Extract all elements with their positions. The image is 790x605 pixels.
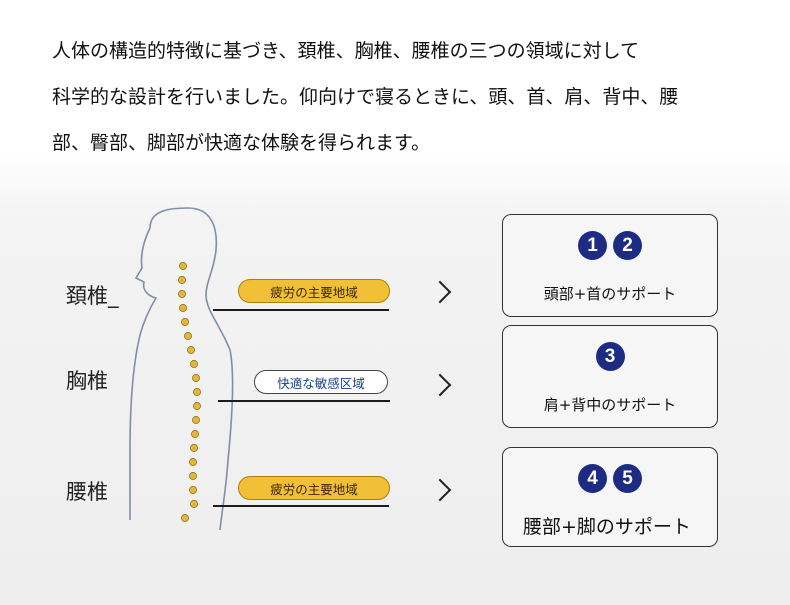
- vertebra: [192, 374, 200, 382]
- intro-line-2: 科学的な設計を行いました。仰向けで寝るときに、頭、首、肩、背中、腰: [52, 86, 679, 108]
- badge-group: 1 2: [503, 231, 717, 260]
- number-badge-icon: 4: [578, 464, 607, 493]
- intro-line-3: 部、臀部、脚部が快適な体験を得られます。: [52, 132, 431, 154]
- vertebra: [190, 500, 198, 508]
- vertebra: [189, 472, 197, 480]
- vertebra: [179, 304, 187, 312]
- vertebra: [190, 360, 198, 368]
- line-lumbar: [213, 505, 389, 507]
- vertebra: [178, 276, 186, 284]
- vertebra: [189, 486, 197, 494]
- vertebra: [178, 290, 186, 298]
- label-lumbar: 腰椎: [66, 480, 108, 504]
- vertebra: [191, 430, 199, 438]
- intro-line-1: 人体の構造的特徴に基づき、頚椎、胸椎、腰椎の三つの領域に対して: [52, 40, 640, 62]
- pill-cervical: 疲労の主要地域: [238, 279, 390, 303]
- spine: [178, 262, 201, 522]
- label-cervical: 頚椎_: [66, 284, 119, 308]
- pill-lumbar: 疲労の主要地域: [238, 476, 390, 500]
- number-badge-icon: 5: [613, 464, 642, 493]
- card-label: 腰部+脚のサポート: [523, 516, 691, 538]
- number-badge-icon: 3: [595, 342, 625, 371]
- number-badge-icon: 2: [613, 231, 642, 260]
- label-thoracic: 胸椎: [66, 369, 108, 393]
- line-thoracic: [218, 400, 390, 402]
- vertebra: [192, 416, 200, 424]
- vertebra: [189, 458, 197, 466]
- card-label: 頭部+首のサポート: [543, 285, 677, 303]
- face-outline: [129, 227, 158, 520]
- body-outline: [149, 207, 234, 530]
- chevron-right-icon: [428, 478, 452, 502]
- body-silhouette-figure: [129, 207, 234, 530]
- card-label: 肩+背中のサポート: [543, 396, 677, 414]
- intro-text: 人体の構造的特徴に基づき、頚椎、胸椎、腰椎の三つの領域に対して 科学的な設計を行…: [52, 28, 787, 166]
- pill-thoracic: 快適な敏感区域: [254, 370, 388, 394]
- support-card-shoulder-back: 3 肩+背中のサポート: [502, 325, 718, 428]
- chevron-right-icon: [428, 280, 452, 304]
- vertebra: [181, 318, 189, 326]
- line-cervical: [213, 309, 389, 311]
- vertebra: [181, 514, 189, 522]
- vertebra: [193, 388, 201, 396]
- chevron-right-icon: [428, 373, 452, 397]
- support-card-head-neck: 1 2 頭部+首のサポート: [502, 214, 718, 317]
- vertebra: [179, 262, 187, 270]
- vertebra: [193, 402, 201, 410]
- vertebra: [187, 346, 195, 354]
- support-card-waist-leg: 4 5 腰部+脚のサポート: [502, 447, 718, 547]
- number-badge-icon: 1: [578, 231, 607, 260]
- vertebra: [184, 332, 192, 340]
- badge-group: 4 5: [503, 464, 717, 493]
- vertebra: [190, 444, 198, 452]
- badge-group: 3: [503, 342, 717, 371]
